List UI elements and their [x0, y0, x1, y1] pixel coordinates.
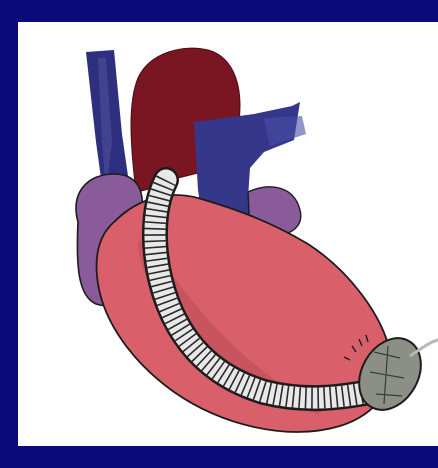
heart-lvad-illustration-icon [18, 22, 438, 446]
illustration-panel [18, 22, 438, 446]
